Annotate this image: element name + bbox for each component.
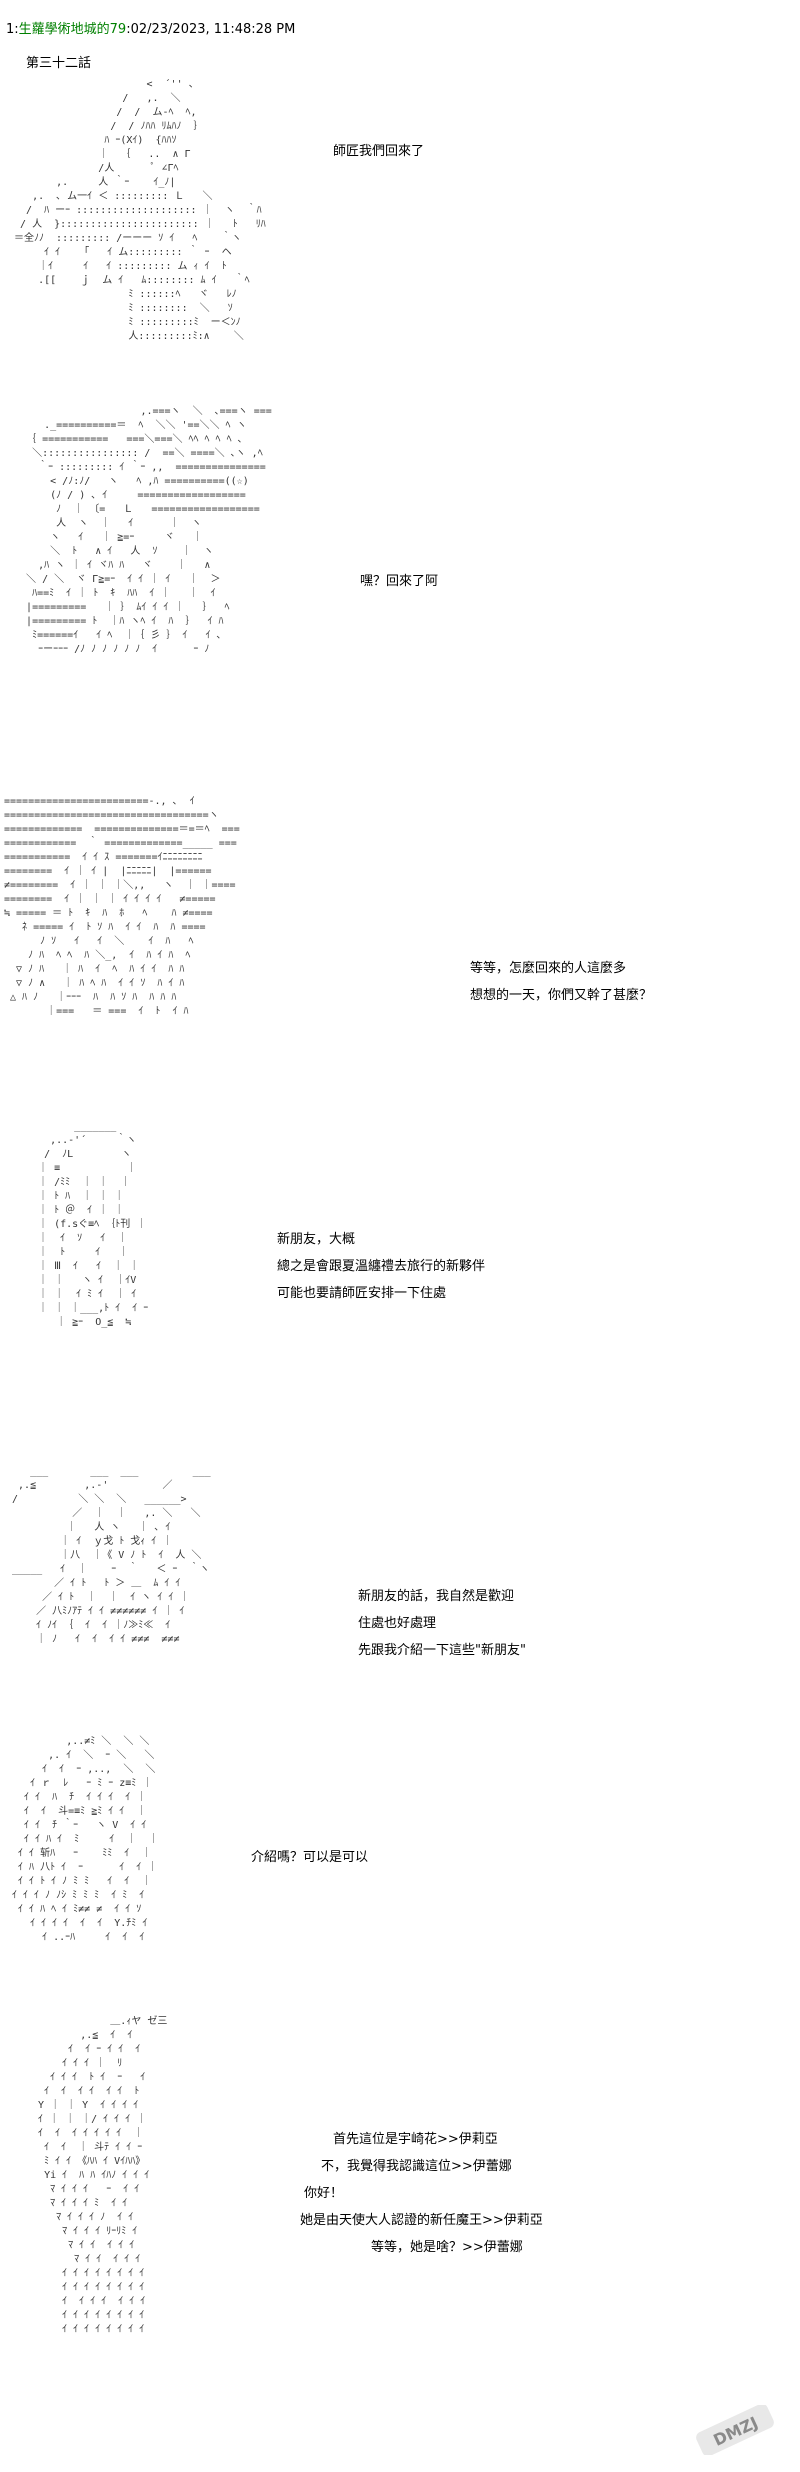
post-number: 1:: [6, 22, 19, 37]
dialog-panel-3: 等等，怎麼回來的人這麼多 想想的一天，你們又幹了甚麼？: [470, 955, 652, 1009]
dialog-line: 師匠我們回來了: [333, 144, 425, 159]
ascii-art-2: ,.===ヽ ＼ ､===ヽ === ._==========＝ ﾍ ＼＼ '=…: [26, 406, 272, 655]
dialog-panel-5: 新朋友的話，我自然是歡迎 住處也好處理 先跟我介紹一下這些"新朋友": [358, 1583, 526, 1664]
dmzj-watermark-logo: DMZJ: [696, 2405, 774, 2455]
dialog-line: 不，我覺得我認識這位>>伊蕾娜: [321, 2159, 512, 2174]
dialog-line: 她是由天使大人認證的新任魔王>>伊莉亞: [300, 2213, 543, 2228]
post-timestamp: :02/23/2023, 11:48:28 PM: [126, 22, 296, 37]
dialog-panel-1: 師匠我們回來了: [333, 138, 424, 165]
dialog-line: 新朋友的話，我自然是歡迎: [358, 1589, 515, 1604]
dialog-line: 等等，她是啥？>>伊蕾娜: [371, 2240, 523, 2255]
post-header: 1:生蘿學術地城的79:02/23/2023, 11:48:28 PM: [6, 18, 295, 37]
ascii-art-7: ＿.ｨヤ ゼ三 ,.≦ ｲ ｲ ｲ ｲ ｰ ｲ ｲ ｲ ｲ ｲ ｲ ｜ ﾘ ｲ …: [38, 2016, 168, 2335]
dialog-line: 先跟我介紹一下這些"新朋友": [358, 1643, 526, 1658]
dialog-line: 想想的一天，你們又幹了甚麼？: [470, 988, 653, 1003]
dialog-line: 等等，怎麼回來的人這麼多: [470, 961, 627, 976]
dialog-line: 介紹嗎？可以是可以: [251, 1850, 369, 1865]
dialog-line: 嘿？回來了阿: [360, 574, 439, 589]
dialog-line: 住處也好處理: [358, 1616, 437, 1631]
ascii-art-1: < ´'' 、 / ,. ＼ / / ム-ﾍ ﾍ, / / ﾉﾊﾊ ﾘﾑﾊﾉ ｝…: [14, 79, 266, 342]
chapter-title: 第三十二話: [26, 56, 92, 71]
dialog-line: 總之是會跟夏溫纏禮去旅行的新夥伴: [277, 1259, 486, 1274]
dialog-panel-2: 嘿？回來了阿: [360, 568, 438, 595]
dialog-panel-4: 新朋友，大概 總之是會跟夏溫纏禮去旅行的新夥伴 可能也要請師匠安排一下住處: [277, 1226, 485, 1307]
dialog-line: 可能也要請師匠安排一下住處: [277, 1286, 447, 1301]
ascii-art-6: ,..≠ﾐ ＼ ＼ ＼ ,. ｲ ＼ ｰ ＼ ＼ ｲ ｲ ｰ ,.., ＼ ＼ …: [12, 1736, 159, 1943]
post-author-link[interactable]: 生蘿學術地城的79: [18, 22, 127, 37]
dialog-panel-6: 介紹嗎？可以是可以: [251, 1844, 368, 1871]
dialog-line: 首先這位是宇崎花>>伊莉亞: [333, 2132, 498, 2147]
dialog-panel-7: 首先這位是宇崎花>>伊莉亞 不，我覺得我認識這位>>伊蕾娜 你好！ 她是由天使大…: [300, 2126, 543, 2261]
ascii-art-5: ___ ___ ___ ___ ,.≦ ,.-' ／ / ＼ ＼ ＼ _____…: [12, 1466, 211, 1645]
dialog-line: 新朋友，大概: [277, 1232, 356, 1247]
dialog-line: 你好！: [304, 2186, 344, 2201]
ascii-art-3: ========================-., ､ ｲ ========…: [4, 796, 240, 1017]
ascii-art-4: _______ ,..-'´ ｀ヽ / ﾉL ヽ ｜ ≡ ｜ ｜ /ﾐﾐ ｜ ｜…: [38, 1121, 149, 1328]
